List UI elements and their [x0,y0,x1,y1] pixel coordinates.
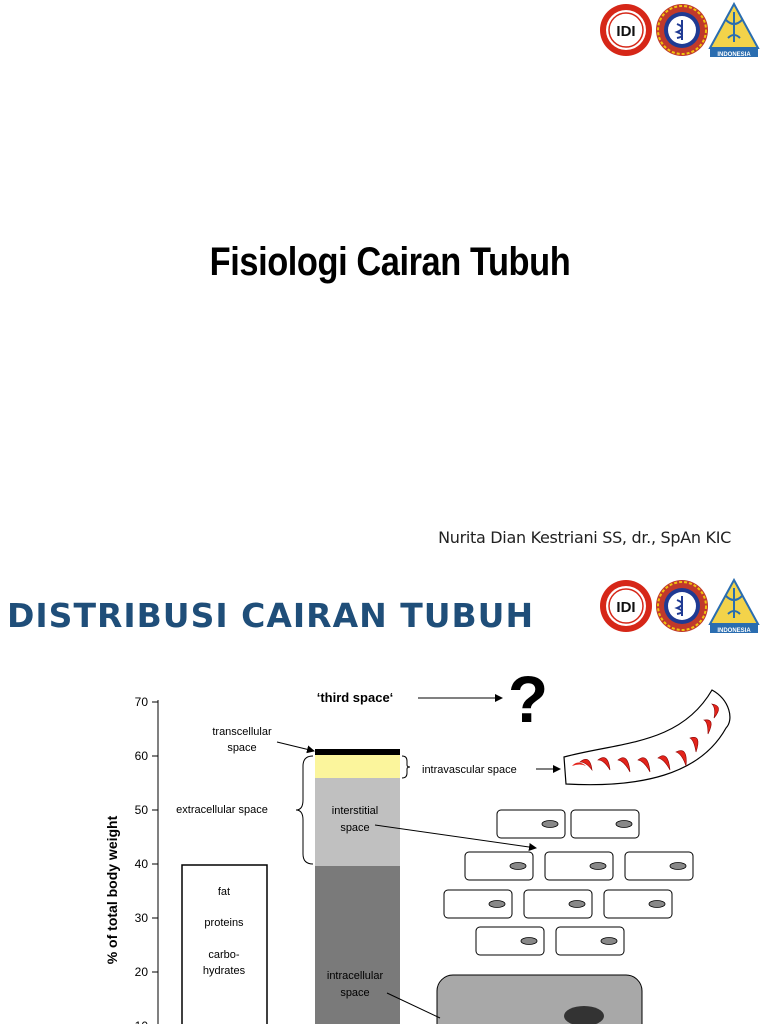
cell [475,926,545,956]
idi-logo-text: IDI [616,23,635,40]
y-tick-50: 50 [135,803,149,817]
body-fluid-diagram: 70 60 50 40 30 20 10 % of total body wei… [104,662,731,1024]
extracellular-label: extracellular space [176,804,268,816]
idi-logo-text: IDI [616,599,635,616]
transcellular-label-l1: transcellular [212,726,272,738]
logos-group: IDI INDONESIA [598,2,760,60]
cell [464,851,534,881]
distribution-slide: DISTRIBUSI CAIRAN TUBUH IDI INDONESIA [0,562,768,1024]
large-cell [436,974,643,1024]
medical-seal-icon [656,4,708,56]
interstitial-arrow [374,824,537,851]
interstitial-label-l1: interstitial [332,805,378,817]
question-mark-icon: ? [508,662,548,736]
solids-box [181,864,268,1024]
solid-hydrates: hydrates [203,965,246,977]
blood-vessel-icon [563,689,731,786]
transcellular-arrow [276,741,315,754]
extracellular-brace [295,755,314,865]
intracellular-label-l2: space [340,987,369,999]
large-cell-nucleus [564,1006,604,1024]
y-axis-ticks: 70 60 50 40 30 20 10 [135,695,158,1024]
y-tick-70: 70 [135,695,149,709]
cell [603,889,673,919]
intracellular-label-l1: intracellular [327,970,384,982]
interstitial-segment [315,778,400,866]
anesthesia-society-icon: INDONESIA [708,578,760,634]
intravascular-brace [401,755,411,779]
intracellular-segment [315,866,400,1024]
logos-group: IDI INDONESIA [598,578,760,636]
author-name: Nurita Dian Kestriani SS, dr., SpAn KIC [438,528,731,547]
logo-indonesia-text: INDONESIA [717,628,751,634]
y-tick-60: 60 [135,749,149,763]
slide-title: DISTRIBUSI CAIRAN TUBUH [7,596,535,635]
slide-title: Fisiologi Cairan Tubuh [209,240,571,284]
logo-indonesia-text: INDONESIA [717,52,751,58]
intracellular-arrow [386,992,441,1019]
cell [544,851,614,881]
intravascular-segment [315,755,400,778]
cells-group [443,809,694,956]
cell [570,809,640,839]
solid-proteins: proteins [204,917,244,929]
third-space-label: ‘third space‘ [317,690,394,705]
medical-seal-icon [656,580,708,632]
y-tick-30: 30 [135,911,149,925]
cell [523,889,593,919]
transcellular-label-l2: space [227,742,256,754]
cell [624,851,694,881]
anesthesia-society-icon: INDONESIA [708,2,760,58]
solid-carbo: carbo- [208,949,240,961]
transcellular-segment [315,749,400,755]
idi-logo-icon: IDI [600,580,652,632]
cell-nuclei [488,820,687,945]
y-tick-10: 10 [135,1019,149,1024]
solids-labels: fat proteins carbo- hydrates [203,886,246,977]
cell [443,889,513,919]
interstitial-label-l2: space [340,822,369,834]
intravascular-label: intravascular space [422,764,517,776]
idi-logo-icon: IDI [600,4,652,56]
cell [555,926,625,956]
y-tick-20: 20 [135,965,149,979]
y-axis-label: % of total body weight [104,815,120,964]
y-tick-40: 40 [135,857,149,871]
title-slide: IDI INDONESIA Fisiologi Cairan Tubuh Nur… [209,2,760,547]
solid-fat: fat [218,886,230,898]
cell [496,809,566,839]
